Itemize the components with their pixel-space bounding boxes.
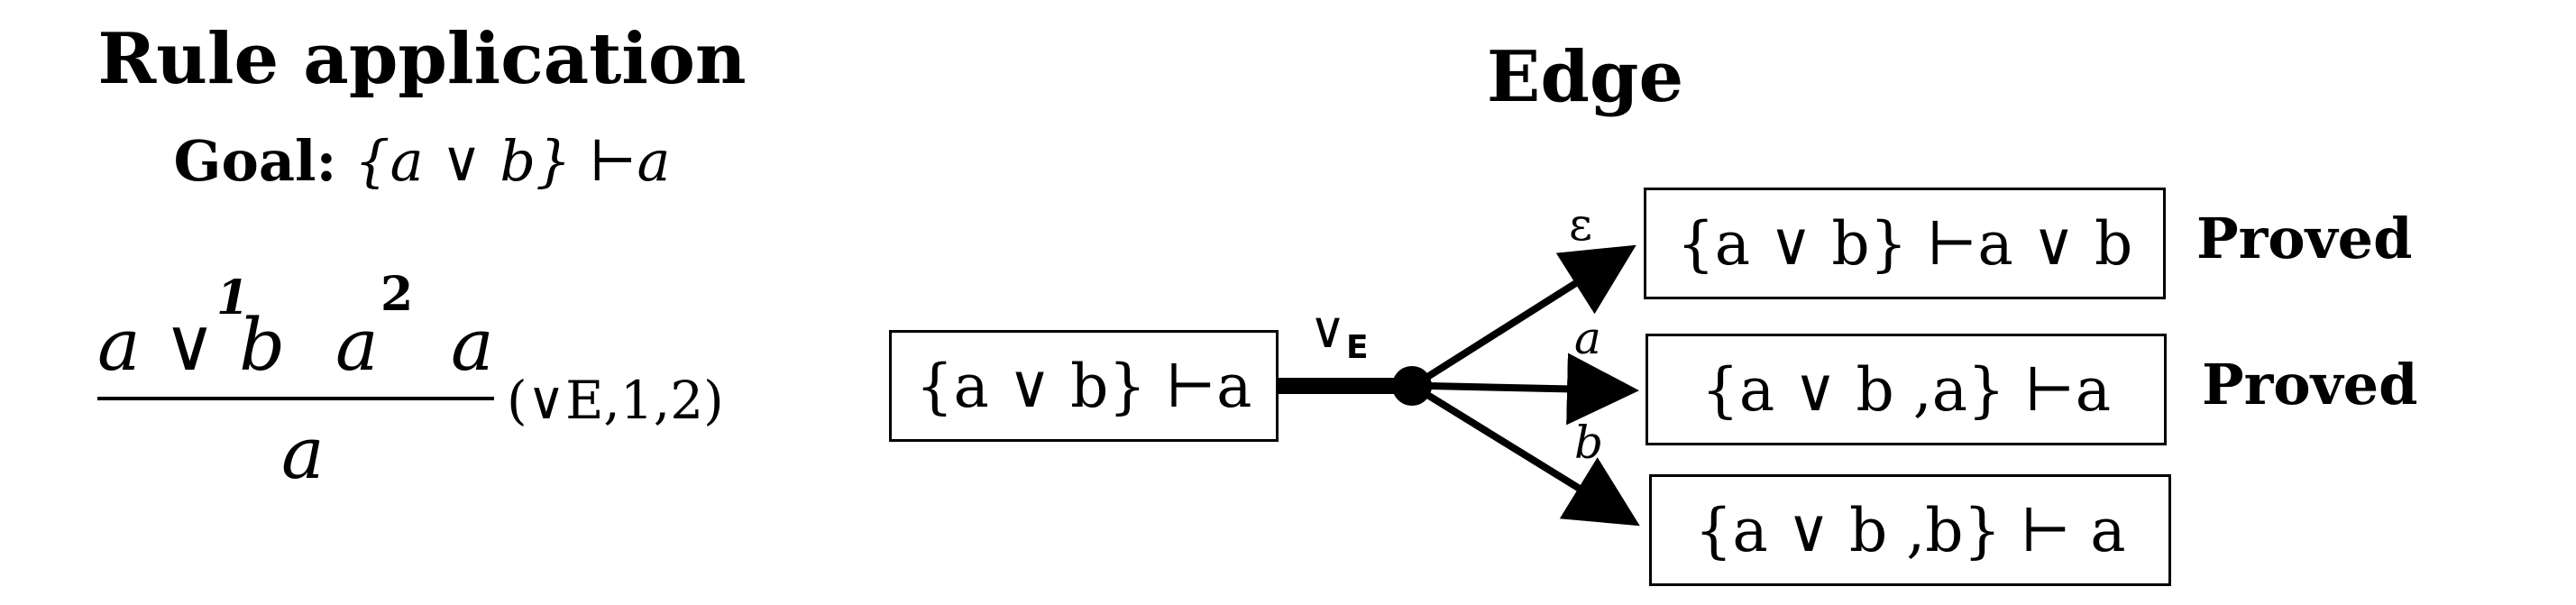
- status-proved-1: Proved: [2196, 206, 2413, 271]
- target-sequent-box-3: {a ∨ b ,b} ⊢ a: [1649, 474, 2171, 586]
- source-sequent-box: {a ∨ b} ⊢a: [889, 330, 1279, 442]
- edge-label-a: a: [1574, 312, 1601, 364]
- rule-label: (∨E,1,2): [507, 370, 724, 431]
- conclusion: a: [281, 411, 325, 495]
- source-sequent: {a ∨ b} ⊢a: [915, 351, 1252, 421]
- premise-case-a: a: [335, 303, 379, 387]
- goal-formula: {a ∨ b} ⊢a: [354, 128, 671, 194]
- rule-node-subscript: E: [1346, 329, 1369, 367]
- rule-node-label: ∨E: [1309, 301, 1369, 366]
- premise-disjunction: a ∨ b: [97, 303, 286, 387]
- premise-mark-1: 1: [216, 270, 250, 325]
- edge-arrow-1: [1422, 244, 1636, 382]
- inference-line: [97, 397, 494, 400]
- goal-line: Goal: {a ∨ b} ⊢a: [174, 128, 671, 194]
- edge-title: Edge: [1486, 36, 1684, 118]
- premise-case-b: a: [451, 303, 494, 387]
- target-sequent-2: {a ∨ b ,a} ⊢a: [1701, 354, 2112, 425]
- target-sequent-1: {a ∨ b} ⊢a ∨ b: [1676, 208, 2133, 279]
- goal-label: Goal:: [173, 128, 337, 194]
- rule-node-symbol: ∨: [1309, 301, 1346, 360]
- edge-arrow-2: [1429, 353, 1639, 426]
- edge-arrow-3: [1422, 390, 1640, 527]
- status-proved-2: Proved: [2202, 352, 2418, 417]
- edge-label-epsilon: ε: [1569, 198, 1592, 251]
- target-sequent-box-2: {a ∨ b ,a} ⊢a: [1646, 334, 2167, 445]
- rule-application-title: Rule application: [97, 18, 747, 100]
- target-sequent-box-1: {a ∨ b} ⊢a ∨ b: [1644, 188, 2166, 299]
- rule-node: [1392, 366, 1432, 406]
- edge-label-b: b: [1574, 417, 1604, 469]
- target-sequent-3: {a ∨ b ,b} ⊢ a: [1694, 495, 2126, 565]
- premise-mark-2: 2: [380, 267, 414, 322]
